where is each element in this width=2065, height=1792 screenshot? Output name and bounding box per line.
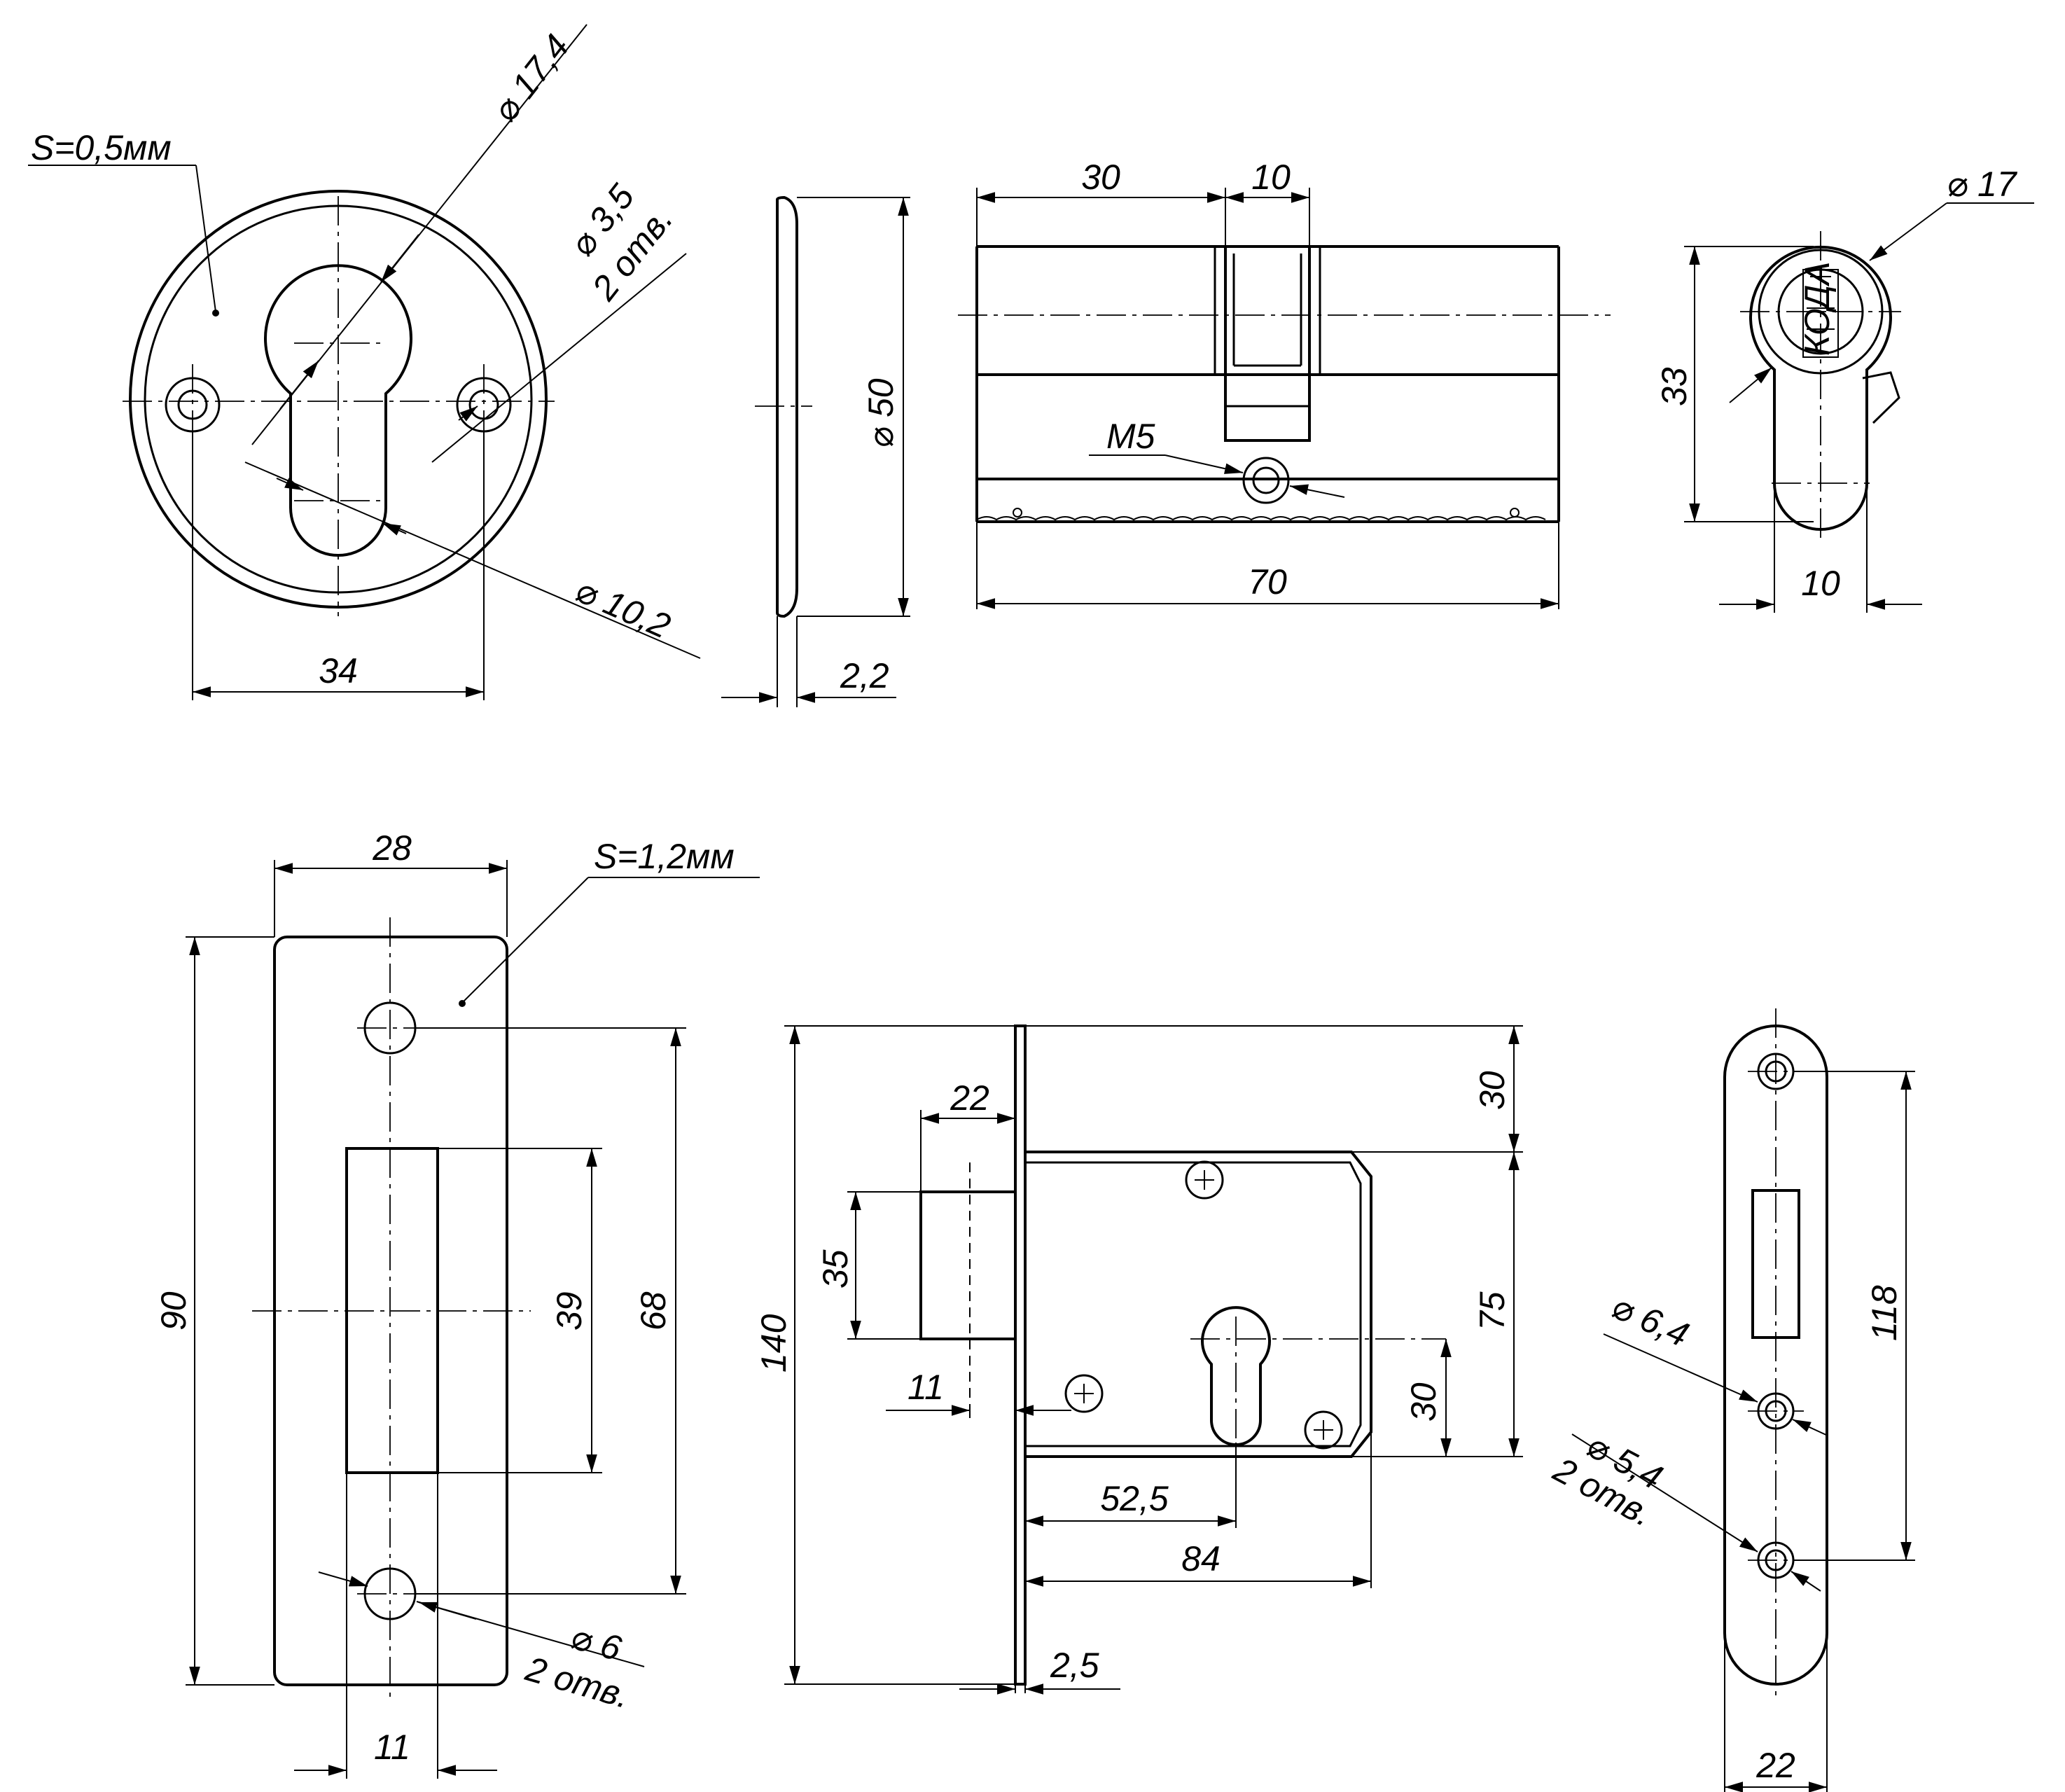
lock-bolt-offset-label: 11 [908, 1368, 944, 1407]
strike-plate-thickness-note: S=1,2мм [594, 837, 735, 876]
cylinder-screw-label: M5 [1106, 417, 1155, 456]
cylinder-length-label: 70 [1248, 562, 1287, 602]
cylinder-side-view [958, 188, 1611, 609]
lock-bolt-projection-label: 22 [950, 1078, 989, 1118]
escutcheon-side-thickness-label: 2,2 [840, 656, 889, 695]
cylinder-left-length-label: 30 [1081, 158, 1120, 197]
escutcheon-bottom-diameter-label: ⌀ 10,2 [570, 570, 676, 646]
strike-plate-hole-spacing-label: 68 [634, 1291, 673, 1331]
cylinder-end-height-label: 33 [1655, 367, 1694, 406]
lock-body [784, 1025, 1523, 1695]
cylinder-brand-mark: КОДА [1798, 261, 1837, 356]
faceplate-hole-spacing-label: 118 [1865, 1285, 1904, 1341]
strike-plate-height-label: 90 [154, 1291, 193, 1331]
lock-backset-label: 52,5 [1100, 1479, 1169, 1518]
strike-plate [186, 860, 760, 1779]
faceplate-front-view [1571, 1008, 1915, 1792]
cylinder-end-diameter-label: ⌀ 17 [1947, 165, 2018, 204]
escutcheon-side-diameter-label: ⌀ 50 [861, 378, 901, 448]
cylinder-end-view [1684, 202, 2034, 613]
faceplate-width-label: 22 [1755, 1746, 1795, 1785]
lock-bolt-height-label: 35 [816, 1249, 855, 1289]
escutcheon-front-view [28, 24, 701, 700]
cylinder-cam-width-label: 10 [1251, 158, 1291, 197]
strike-plate-slot-width-label: 11 [374, 1728, 410, 1767]
lock-case-height-label: 75 [1473, 1291, 1512, 1331]
cylinder-end-width-label: 10 [1801, 564, 1840, 603]
faceplate-middle-hole-diameter-label: ⌀ 6,4 [1606, 1286, 1695, 1354]
lock-faceplate-thickness-label: 2,5 [1050, 1646, 1099, 1685]
escutcheon-thickness-note: S=0,5мм [31, 128, 172, 167]
strike-plate-width-label: 28 [372, 828, 412, 868]
strike-plate-slot-height-label: 39 [550, 1291, 589, 1331]
escutcheon-side-view [721, 195, 910, 707]
lock-cylinder-spacing-label: 30 [1404, 1382, 1443, 1422]
lock-case-depth-label: 84 [1181, 1539, 1221, 1578]
escutcheon-outer-diameter-label: ⌀ 17,4 [485, 27, 577, 130]
lock-top-offset-label: 30 [1473, 1071, 1512, 1110]
lock-faceplate-height-label: 140 [754, 1314, 793, 1373]
escutcheon-hole-spacing-label: 34 [319, 651, 358, 690]
